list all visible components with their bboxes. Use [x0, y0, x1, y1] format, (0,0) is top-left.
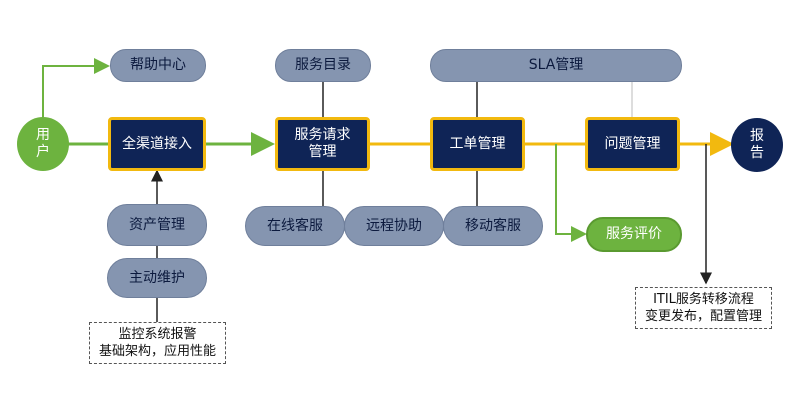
- monitoring-note-line-2: 基础架构，应用性能: [98, 344, 216, 359]
- report-node: 报 告: [731, 118, 783, 172]
- monitoring-note-line-1: 监控系统报警: [118, 327, 197, 342]
- user-node: 用 户: [17, 117, 69, 171]
- service-catalog-node: 服务目录: [275, 49, 371, 82]
- asset-mgmt-node: 资产管理: [107, 204, 207, 246]
- ticket-node: 工单管理: [430, 117, 525, 171]
- arrow-branch-rating: [555, 144, 587, 242]
- sla-node: SLA管理: [430, 49, 682, 82]
- itil-note-line-1: ITIL服务转移流程: [653, 292, 754, 307]
- active-maint-node: 主动维护: [107, 258, 207, 298]
- itil-note-line-2: 变更发布，配置管理: [644, 309, 762, 324]
- remote-assist-node: 远程协助: [344, 206, 444, 246]
- service-request-node: 服务请求 管理: [275, 117, 370, 171]
- problem-node: 问题管理: [585, 117, 680, 171]
- help-center-node: 帮助中心: [110, 49, 206, 82]
- service-rating-node: 服务评价: [586, 217, 682, 252]
- itil-note: ITIL服务转移流程 变更发布，配置管理: [635, 287, 772, 329]
- mobile-service-node: 移动客服: [443, 206, 543, 246]
- arrow-user-help: [42, 58, 110, 118]
- online-service-node: 在线客服: [245, 206, 345, 246]
- omni-channel-node: 全渠道接入: [108, 117, 206, 171]
- monitoring-note: 监控系统报警 基础架构，应用性能: [89, 322, 226, 364]
